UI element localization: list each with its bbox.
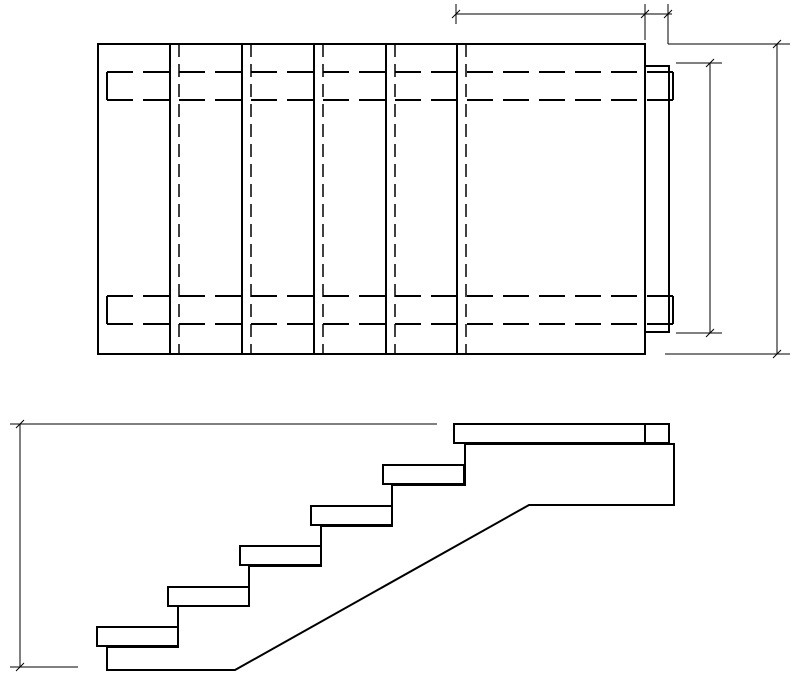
plan-dimensions [451, 4, 790, 359]
dim-inner-tick-bottom [705, 328, 715, 338]
tread-1 [96, 626, 179, 647]
elevation-view [10, 419, 675, 672]
dim-height-tick-bottom [15, 662, 25, 672]
plan-posts [169, 44, 467, 354]
landing-beam [644, 65, 670, 333]
dim-inner-tick-top [705, 58, 715, 68]
plan-view [97, 4, 790, 359]
tread-2 [167, 586, 250, 607]
plan-stringers [106, 71, 673, 325]
dim-height-tick-top [15, 419, 25, 429]
elevation-dimensions [10, 419, 437, 672]
dim-top-tick-2 [640, 9, 650, 19]
tread-5 [382, 464, 465, 485]
tread-6-landing [453, 423, 670, 444]
dim-top-tick-1 [451, 9, 461, 19]
dim-top-tick-3 [663, 9, 673, 19]
dim-outer-tick-top [772, 39, 782, 49]
plan-outline [97, 43, 646, 355]
dim-outer-tick-bottom [772, 349, 782, 359]
tread-4 [310, 505, 393, 526]
treads [96, 423, 670, 647]
tread-3 [239, 545, 322, 566]
